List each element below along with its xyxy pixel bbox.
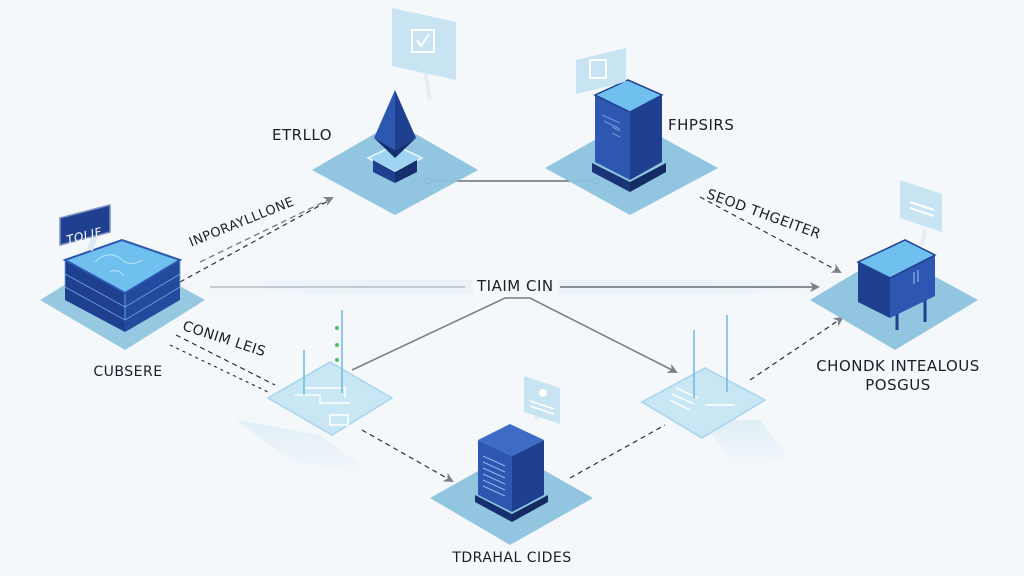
vent-lines: [482, 455, 506, 497]
crystal-face: [374, 90, 395, 150]
signal-dot: [335, 343, 339, 347]
node-tdrahal[interactable]: [430, 376, 593, 545]
vent-line: [611, 126, 621, 132]
building-icon: [589, 59, 607, 79]
node-label-tdrahal: TDRAHAL CIDES: [452, 550, 572, 566]
stack-side: [125, 285, 180, 332]
base-side: [592, 163, 630, 192]
edge-tdrahal-circuit[interactable]: [569, 424, 666, 479]
tower-side: [630, 95, 662, 180]
edge-circuit-left-right[interactable]: [351, 297, 678, 373]
pedestal-side: [395, 160, 417, 183]
circuit-board: [640, 367, 767, 439]
edge-cubsere-circuit[interactable]: [175, 334, 276, 386]
node-fhpsirs[interactable]: [545, 48, 718, 215]
sign-board: [392, 8, 456, 80]
sign-post: [920, 229, 927, 246]
base-side: [475, 495, 512, 522]
edge-label-tiaim: TIAIM CIN: [473, 277, 558, 295]
sign-line: [529, 400, 555, 410]
edge-cubsere-etrllo-arrow[interactable]: [199, 196, 334, 263]
pedestal-side: [373, 160, 395, 183]
edge-cubsere-etrllo[interactable]: [179, 199, 331, 283]
crystal-base: [374, 138, 416, 158]
sign-post: [423, 69, 432, 101]
node-label-etrllo: ETRLLO: [272, 126, 333, 144]
sign-line: [909, 207, 935, 217]
sign-board: [576, 48, 626, 94]
node-etrllo[interactable]: [312, 8, 478, 215]
vent-line: [601, 114, 621, 124]
sign-line: [529, 405, 555, 415]
stack-top: [62, 238, 183, 295]
circuit-traces: [295, 387, 350, 426]
tower-top: [478, 424, 544, 456]
node-circuit-right[interactable]: [640, 315, 790, 470]
base-side: [630, 163, 666, 192]
node-label-fhpsirs: FHPSIRS: [668, 116, 735, 134]
shadow-stripes: [236, 420, 380, 480]
vent-line: [603, 120, 621, 130]
user-icon: [539, 389, 547, 397]
sign-board: [59, 204, 111, 246]
cabinet-side: [890, 255, 935, 318]
crystal-face: [395, 90, 416, 150]
shadow-stripes: [700, 420, 790, 470]
circuit-board: [266, 361, 394, 436]
stack-side: [65, 285, 125, 332]
ballot-icon: [411, 29, 435, 53]
sign-board: [524, 376, 560, 424]
node-chondk[interactable]: [810, 180, 978, 350]
node-label-chondk: CHONDK INTEALOUS: [816, 357, 980, 375]
node-cubsere[interactable]: [40, 204, 205, 350]
signal-dot: [335, 326, 339, 330]
node-label-chondk-line2: POSGUS: [865, 376, 931, 394]
edge-circuit-tdrahal[interactable]: [361, 429, 454, 482]
node-label-cubsere: CUBSERE: [93, 364, 163, 380]
edge-circuit-chondk[interactable]: [749, 316, 844, 381]
tower-top: [593, 79, 664, 113]
base-side: [512, 495, 548, 522]
sign-line: [909, 201, 935, 211]
check-icon: [416, 33, 430, 48]
circuit-traces: [669, 387, 735, 411]
cabinet-top: [856, 239, 937, 279]
tower-side: [512, 440, 544, 512]
signal-dot: [335, 358, 339, 362]
node-circuit-left[interactable]: [236, 310, 394, 480]
vent-line: [611, 132, 621, 138]
cabinet-front: [858, 262, 890, 318]
cabinet-mark: [913, 270, 919, 284]
map-pattern: [94, 254, 143, 277]
